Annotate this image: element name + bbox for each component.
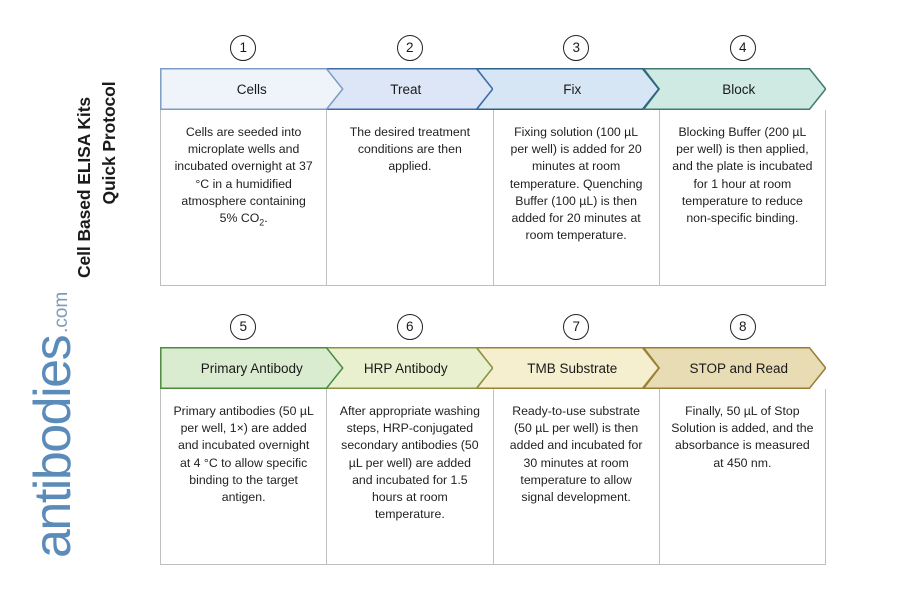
- chevron-label: HRP Antibody: [363, 360, 448, 376]
- chevron-step-7[interactable]: TMB Substrate: [476, 347, 660, 389]
- step-number-badge: 1: [230, 35, 257, 61]
- chevron-label: TMB Substrate: [527, 360, 618, 376]
- chevron-step-3[interactable]: Fix: [476, 68, 660, 110]
- description-cell: After appropriate washing steps, HRP-con…: [327, 389, 494, 564]
- brand-logo: antibodies .com: [0, 280, 150, 580]
- step-number-badge: 7: [563, 314, 590, 340]
- description-table: Cells are seeded into microplate wells a…: [160, 110, 826, 286]
- description-cell: Fixing solution (100 µL per well) is add…: [494, 110, 660, 285]
- step-number-strip: 5 6 7 8: [160, 311, 825, 347]
- chevron-step-5[interactable]: Primary Antibody: [160, 347, 344, 389]
- step-number-badge: 5: [230, 314, 257, 340]
- description-text: The desired treatment conditions are the…: [349, 125, 471, 174]
- description-text: Fixing solution (100 µL per well) is add…: [509, 125, 643, 243]
- description-text: Blocking Buffer (200 µL per well) is the…: [672, 125, 813, 226]
- description-table: Primary antibodies (50 µL per well, 1×) …: [160, 389, 826, 565]
- description-text: Finally, 50 µL of Stop Solution is added…: [671, 404, 814, 470]
- description-cell: The desired treatment conditions are the…: [327, 110, 494, 285]
- logo-tld: .com: [50, 291, 72, 333]
- description-text: Cells are seeded into microplate wells a…: [174, 125, 313, 228]
- chevron-step-4[interactable]: Block: [642, 68, 826, 110]
- description-text: Primary antibodies (50 µL per well, 1×) …: [173, 404, 314, 505]
- chevron-strip: Primary Antibody HRP Antibody TMB Substrat…: [160, 347, 850, 389]
- page-title-line-2: Quick Protocol: [99, 81, 119, 205]
- page-title: Cell Based ELISA Kits Quick Protocol: [0, 0, 150, 300]
- step-number-badge: 6: [396, 314, 423, 340]
- chevron-step-8[interactable]: STOP and Read: [642, 347, 826, 389]
- chevron-label: Treat: [390, 81, 422, 97]
- chevron-step-6[interactable]: HRP Antibody: [309, 347, 493, 389]
- chevron-label: Block: [722, 81, 756, 97]
- description-cell: Primary antibodies (50 µL per well, 1×) …: [161, 389, 328, 564]
- page-title-line-1: Cell Based ELISA Kits: [74, 96, 94, 278]
- description-cell: Blocking Buffer (200 µL per well) is the…: [660, 110, 826, 285]
- chevron-strip: Cells Treat Fix Block: [160, 68, 850, 110]
- chevron-step-1[interactable]: Cells: [160, 68, 344, 110]
- description-cell: Cells are seeded into microplate wells a…: [161, 110, 328, 285]
- step-number-badge: 2: [396, 35, 423, 61]
- step-number-strip: 1 2 3 4: [160, 32, 825, 68]
- step-number-badge: 4: [729, 35, 756, 61]
- step-number-badge: 8: [729, 314, 756, 340]
- chevron-label: Primary Antibody: [200, 360, 303, 376]
- description-cell: Finally, 50 µL of Stop Solution is added…: [660, 389, 826, 564]
- chevron-label: STOP and Read: [689, 360, 789, 376]
- step-number-badge: 3: [563, 35, 590, 61]
- description-text: Ready-to-use substrate (50 µL per well) …: [509, 404, 643, 505]
- chevron-label: Cells: [236, 81, 267, 97]
- description-cell: Ready-to-use substrate (50 µL per well) …: [494, 389, 660, 564]
- logo-wordmark: antibodies: [24, 335, 82, 558]
- chevron-label: Fix: [563, 81, 582, 97]
- description-text: After appropriate washing steps, HRP-con…: [339, 404, 480, 522]
